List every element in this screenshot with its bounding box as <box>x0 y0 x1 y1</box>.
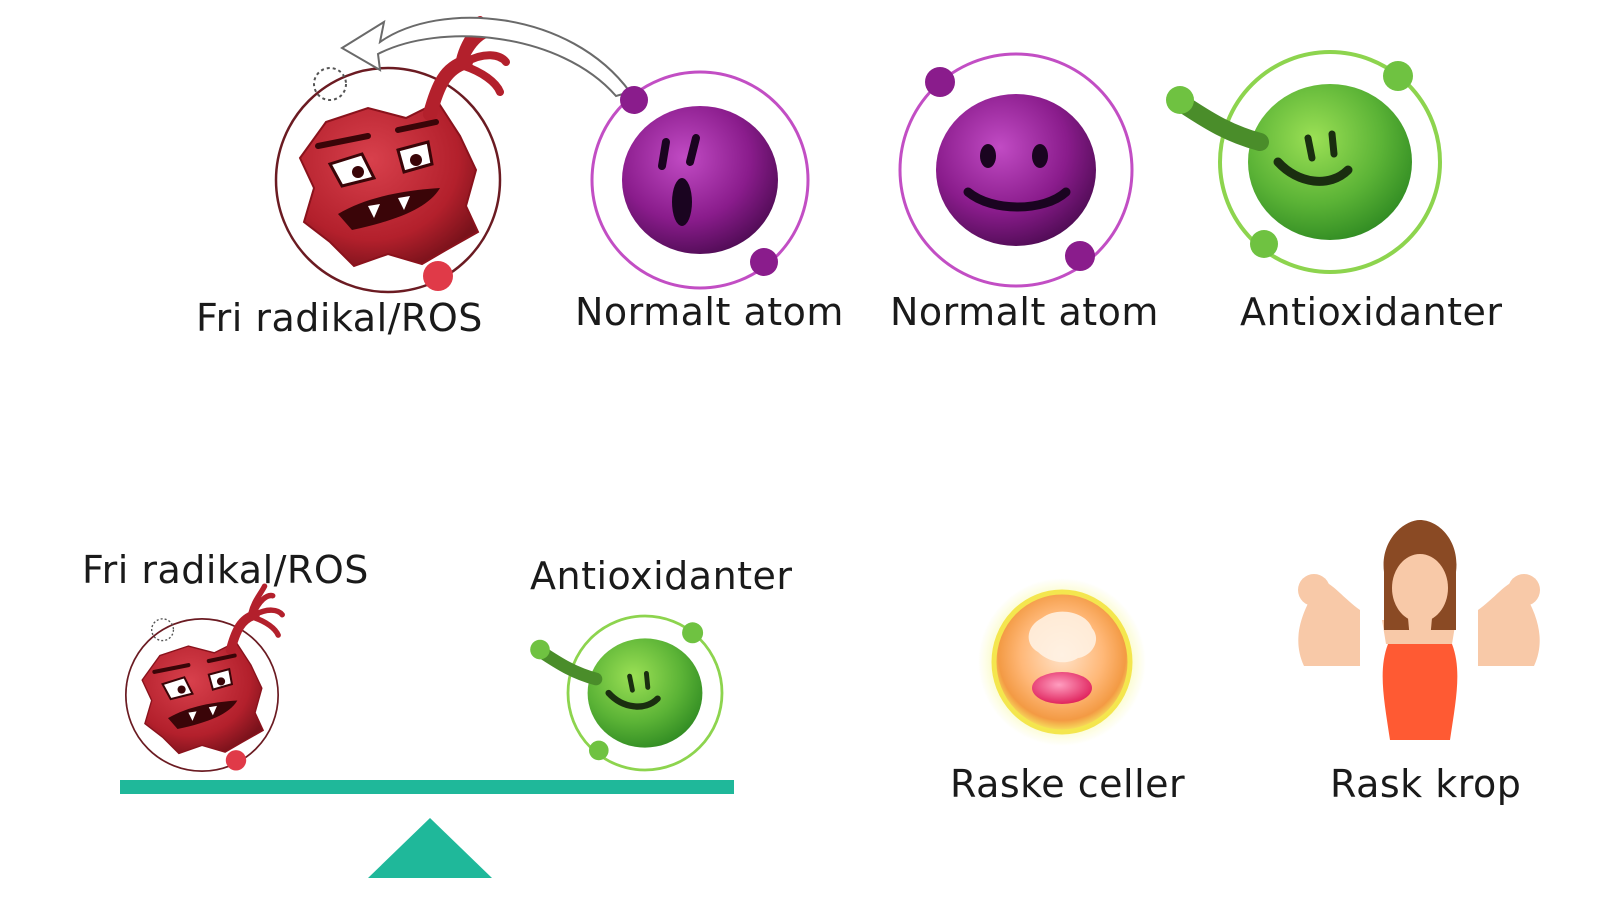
healthy-body-label: Rask krop <box>1330 762 1522 806</box>
healthy-cell-icon <box>978 578 1146 746</box>
antioxidant-icon <box>1166 52 1440 272</box>
normal-atom-1-label: Normalt atom <box>575 290 844 334</box>
electron-arrow <box>340 16 632 98</box>
healthy-body-icon <box>1298 520 1540 740</box>
normal-atom-2-label: Normalt atom <box>890 290 1159 334</box>
free-radical-label: Fri radikal/ROS <box>196 296 483 340</box>
balance-antioxidant-icon <box>530 616 722 770</box>
balance-antioxidant-label: Antioxidanter <box>530 554 793 598</box>
antioxidant-label: Antioxidanter <box>1240 290 1503 334</box>
balance-free-radical-label: Fri radikal/ROS <box>82 548 369 592</box>
healthy-cells-label: Raske celler <box>950 762 1186 806</box>
seesaw-fulcrum <box>368 818 492 878</box>
normal-atom-shocked-icon <box>590 70 810 290</box>
normal-atom-happy-icon <box>898 52 1134 288</box>
seesaw-beam <box>120 780 734 794</box>
balance-free-radical-icon <box>126 586 282 771</box>
free-radical-icon <box>276 20 506 292</box>
